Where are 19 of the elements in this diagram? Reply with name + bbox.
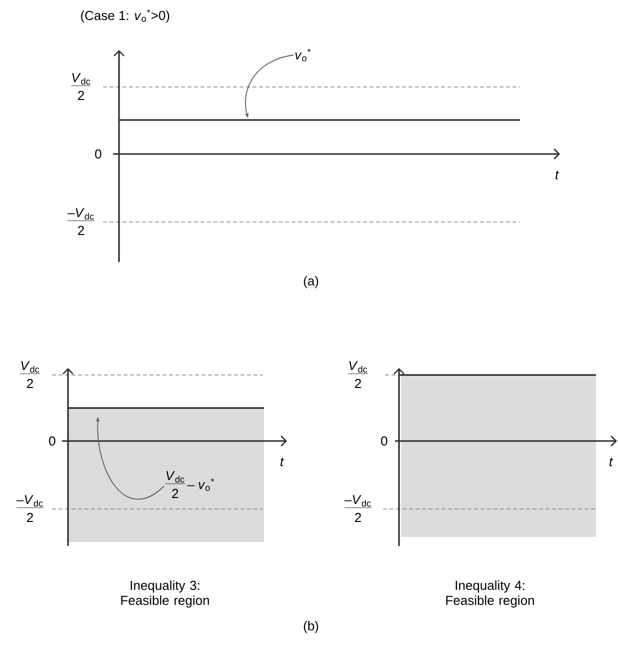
caption: Inequality 3: Feasible region xyxy=(121,580,209,608)
fraction-label: V$_{dc}$ 2 xyxy=(348,361,368,388)
caption: Inequality 4: Feasible region xyxy=(446,580,534,608)
fraction-label: V$_{dc}$ 2 xyxy=(20,361,40,388)
formula-label: v$_{o}$* xyxy=(295,48,311,62)
axis-label: 0 xyxy=(95,149,102,159)
fraction-label: –V$_{dc}$ 2 xyxy=(344,495,372,522)
fraction-label: V$_{dc}$ 2 xyxy=(70,73,92,100)
panel-label: (b) xyxy=(304,620,318,634)
fraction-label: –V$_{dc}$ 2 xyxy=(67,208,95,235)
axis-label: t xyxy=(610,458,614,466)
formula-label: V$_{dc}$ 2 – v$_{o}$* xyxy=(165,471,214,498)
fraction-label: –V$_{dc}$ 2 xyxy=(16,495,44,522)
axis-label: 0 xyxy=(49,436,56,446)
axis-label: 0 xyxy=(381,436,388,446)
axis-label: t xyxy=(280,458,284,466)
axis-label: t xyxy=(556,170,560,180)
title: (Case 1: v$_{o}$$^{*}$>0) xyxy=(81,9,170,23)
panel-label: (a) xyxy=(304,276,318,288)
